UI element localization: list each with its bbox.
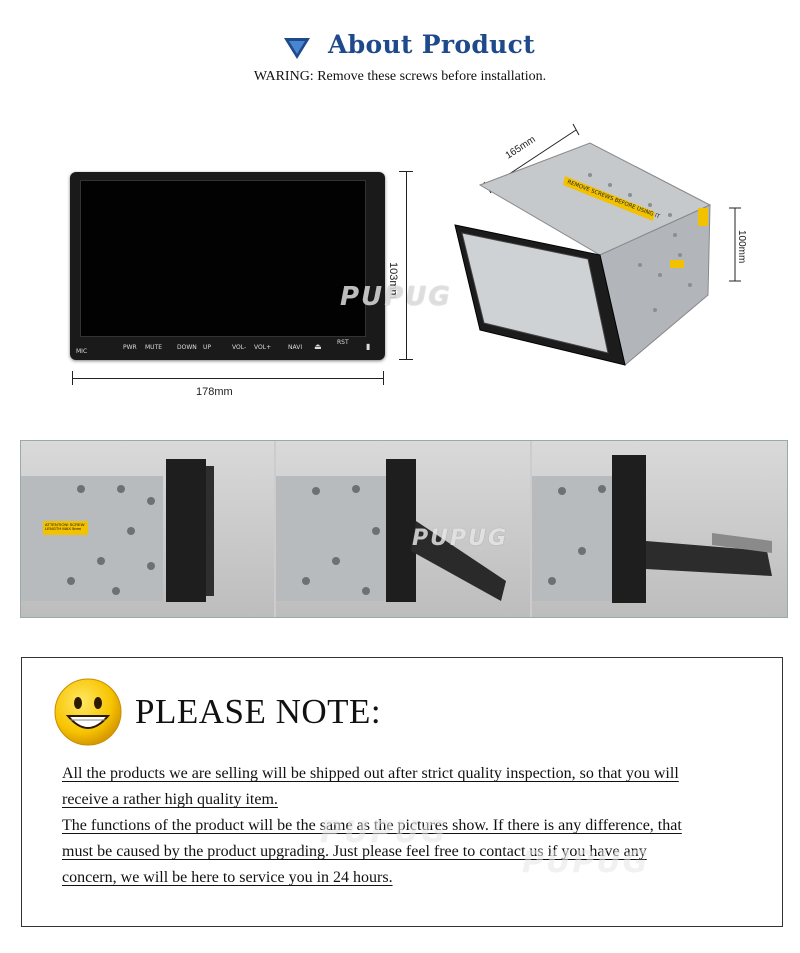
page-title: About Product	[328, 30, 535, 59]
vol-up-button-label: VOL+	[254, 344, 272, 351]
note-line: All the products we are selling will be …	[62, 765, 679, 782]
width-dimension-line	[72, 378, 384, 379]
height-dimension-tick-bottom	[399, 359, 413, 360]
height-dimension-line	[406, 172, 407, 360]
screw-warning-sticker	[563, 176, 655, 221]
down-button-label: DOWN	[177, 344, 197, 351]
watermark: PUPUG	[320, 815, 448, 850]
mic-label: MIC	[76, 348, 88, 355]
note-paragraph-1: All the products we are selling will be …	[62, 761, 762, 813]
front-button-bar: MIC PWR MUTE DOWN UP VOL- VOL+ NAVI ⏏ RS…	[70, 338, 385, 360]
smiley-face-icon	[54, 678, 122, 746]
rst-button-label: RST	[337, 339, 349, 346]
photo-screen-opening	[276, 441, 530, 617]
note-box	[21, 657, 783, 927]
note-line: receive a rather high quality item.	[62, 791, 278, 808]
watermark: PUPUG	[412, 526, 509, 551]
side-height-dimension-label: 100mm	[736, 230, 747, 263]
watermark: PUPUG	[340, 282, 452, 312]
photo-screen-closed: ATTENTION! SCREW LENGTH MAX 5mm	[21, 441, 274, 617]
depth-dimension-label: 165mm	[504, 134, 538, 161]
note-paragraph-2: The functions of the product will be the…	[62, 813, 762, 891]
vol-down-button-label: VOL-	[232, 344, 247, 351]
angled-screen	[461, 232, 609, 354]
note-line: must be caused by the product upgrading.…	[62, 843, 647, 860]
front-panel-image: MIC PWR MUTE DOWN UP VOL- VOL+ NAVI ⏏ RS…	[70, 172, 385, 360]
installation-warning: WARING: Remove these screws before insta…	[253, 69, 547, 84]
note-line: concern, we will be here to service you …	[62, 869, 393, 886]
installation-photo-strip: ATTENTION! SCREW LENGTH MAX 5mm	[20, 440, 788, 618]
usb-port-icon: ▮	[366, 342, 371, 351]
side-unit-image: 165mm 100mm REMOVE SCREWS BEFORE USING I…	[454, 123, 747, 366]
pwr-button-label: PWR	[123, 344, 137, 351]
down-triangle-icon	[284, 38, 310, 59]
eject-icon: ⏏	[314, 342, 322, 351]
width-dimension-label: 178mm	[196, 386, 233, 398]
note-title: PLEASE NOTE:	[135, 692, 382, 731]
front-screen	[80, 180, 366, 337]
attention-sticker-label: ATTENTION! SCREW LENGTH MAX 5mm	[45, 522, 85, 531]
width-dimension-tick-right	[383, 371, 384, 385]
height-dimension-tick-top	[399, 171, 413, 172]
note-line: The functions of the product will be the…	[62, 817, 682, 834]
navi-button-label: NAVI	[288, 344, 303, 351]
up-button-label: UP	[203, 344, 212, 351]
mute-button-label: MUTE	[145, 344, 163, 351]
watermark: PUPUG	[522, 845, 650, 880]
photo-screen-open	[532, 441, 787, 617]
width-dimension-tick-left	[72, 371, 73, 385]
